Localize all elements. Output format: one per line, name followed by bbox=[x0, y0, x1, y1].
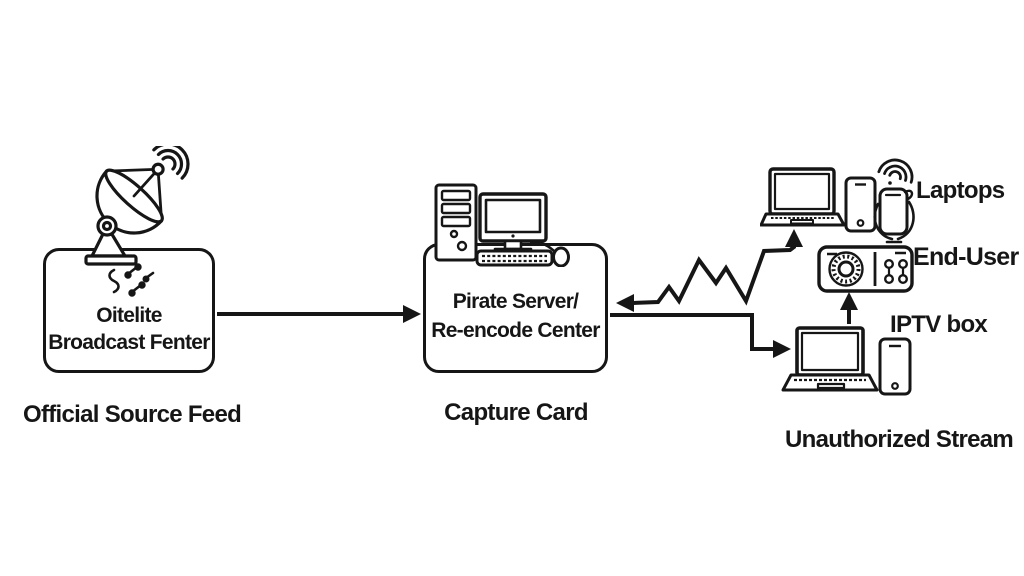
unauthorized-stream-caption: Unauthorized Stream bbox=[785, 426, 1014, 453]
laptop-icon bbox=[781, 326, 879, 392]
official-source-caption: Official Source Feed bbox=[23, 401, 242, 428]
official-source-label-line1: Oitelite bbox=[96, 304, 162, 327]
scatter-signal-marks-icon bbox=[108, 263, 155, 297]
desktop-computer-icon bbox=[434, 183, 570, 267]
signal-waves-icon bbox=[152, 146, 190, 180]
official-source-label: Oitelite Broadcast Fenter bbox=[43, 302, 215, 356]
capture-card-caption: Capture Card bbox=[444, 399, 588, 426]
wifi-waves-icon bbox=[877, 158, 914, 184]
arrow-source-to-pirate bbox=[217, 305, 421, 323]
smartphone-icon bbox=[878, 337, 912, 396]
pirate-server-label: Pirate Server/ Re-encode Center bbox=[423, 287, 608, 345]
wifi-phone-icon bbox=[873, 158, 915, 244]
official-source-node-box bbox=[43, 248, 215, 373]
laptops-label: Laptops bbox=[916, 177, 1005, 204]
arrow-stream-to-receiver bbox=[840, 292, 858, 324]
pirate-server-label-line2: Re-encode Center bbox=[431, 319, 600, 342]
smartphone-icon bbox=[844, 176, 877, 233]
arrow-zigzag-laptops-pirate bbox=[616, 229, 803, 312]
laptop-icon bbox=[760, 167, 846, 227]
iptv-receiver-icon bbox=[817, 245, 914, 293]
pirate-server-label-line1: Pirate Server/ bbox=[452, 290, 579, 313]
iptv-box-label: IPTV box bbox=[890, 311, 988, 338]
end-user-label: End-User bbox=[913, 243, 1019, 271]
satellite-dish-icon bbox=[84, 146, 190, 297]
official-source-label-line2: Broadcast Fenter bbox=[48, 331, 210, 354]
arrow-pirate-to-stream bbox=[610, 313, 791, 358]
